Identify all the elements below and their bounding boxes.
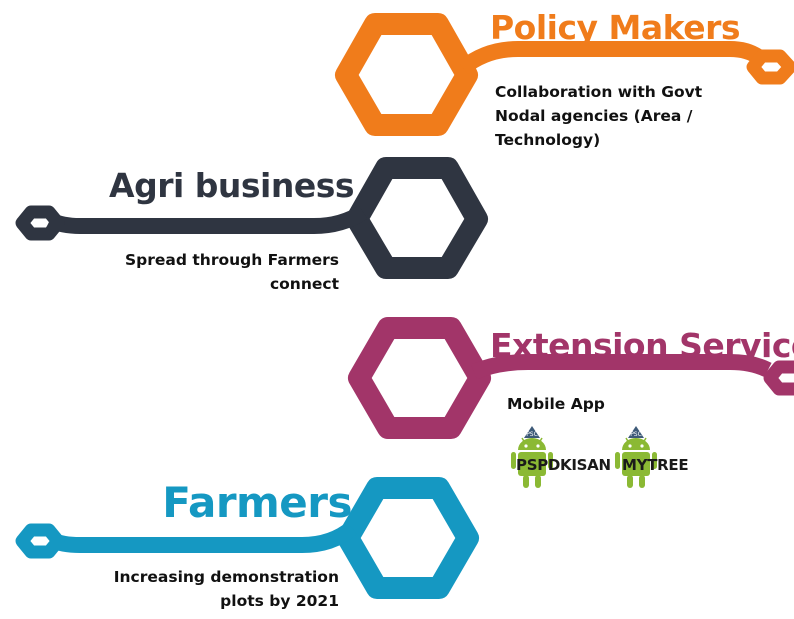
pspdkisan-app-logo: PSC PSPDKISAN <box>510 426 611 490</box>
svg-text:PSC: PSC <box>526 431 538 438</box>
description-line: Technology) <box>495 131 601 149</box>
svg-text:PSC: PSC <box>630 431 642 438</box>
description-line: Spread through Farmers <box>125 251 339 269</box>
mytree-app-label: MYTREE <box>622 456 689 474</box>
spanner-policy-makers <box>335 13 794 136</box>
spanner-extension-service <box>348 317 794 439</box>
policy-makers-description: Collaboration with Govt Nodal agencies (… <box>495 80 702 152</box>
farmers-title: Farmers <box>162 478 352 527</box>
spanner-agri-business <box>15 157 488 279</box>
pspdkisan-app-label: PSPDKISAN <box>516 456 611 474</box>
agri-business-title: Agri business <box>109 166 354 205</box>
farmers-description: Increasing demonstration plots by 2021 <box>114 565 339 613</box>
description-line: Nodal agencies (Area / <box>495 107 693 125</box>
agri-business-description: Spread through Farmers connect <box>125 248 339 296</box>
mytree-app-logo: PSC MYTREE <box>614 426 694 490</box>
description-line: Increasing demonstration <box>113 568 339 586</box>
description-line: Mobile App <box>507 395 605 413</box>
android-robot-icon: PSC <box>615 426 657 488</box>
policy-makers-title: Policy Makers <box>490 8 741 47</box>
description-line: connect <box>269 275 339 293</box>
description-line: plots by 2021 <box>220 592 339 610</box>
extension-service-description: Mobile App <box>507 392 605 416</box>
extension-service-title: Extension Service <box>490 326 794 365</box>
android-robot-icon: PSC <box>511 426 553 488</box>
spanner-farmers <box>15 477 479 599</box>
description-line: Collaboration with Govt <box>495 83 703 101</box>
